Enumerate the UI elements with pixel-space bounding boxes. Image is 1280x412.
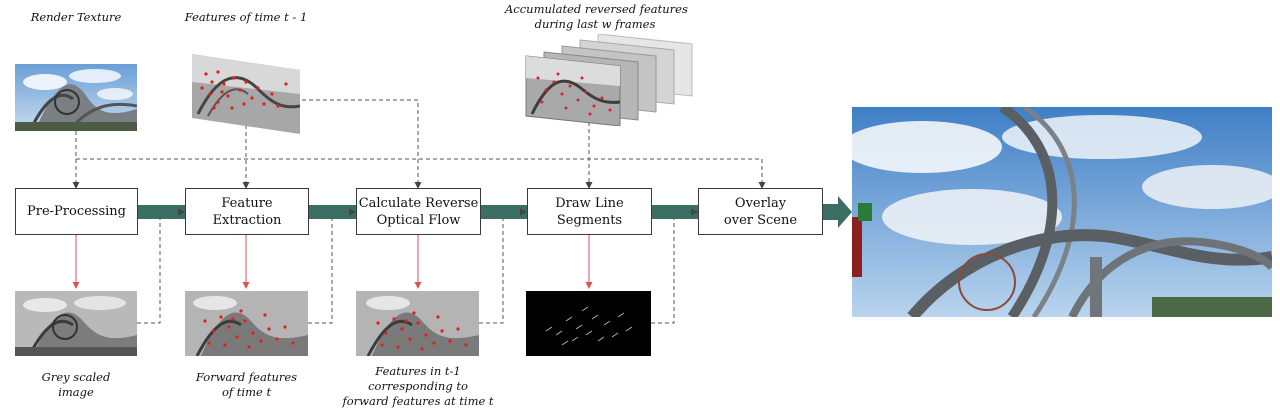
reverse-optical-flow-label-2: Optical Flow <box>376 212 461 228</box>
grey-scaled-image <box>15 291 137 356</box>
line-segments-image <box>526 291 651 356</box>
label-accumulated-2: during last w frames <box>534 17 656 31</box>
reverse-optical-flow-label-1: Calculate Reverse <box>358 195 479 211</box>
label-accumulated-1: Accumulated reversed features <box>505 2 688 16</box>
render-texture-image <box>15 64 137 131</box>
pipeline-arrow-5-head <box>838 196 852 228</box>
draw-line-segments-label-1: Draw Line <box>555 195 624 211</box>
draw-line-segments-label-2: Segments <box>556 212 623 228</box>
label-corr-1: Features in t-1 <box>375 364 461 378</box>
label-corr-2: corresponding to <box>368 379 468 393</box>
feature-extraction-label-2: Extraction <box>212 212 282 228</box>
pipeline-arrow-5-shaft <box>823 204 839 220</box>
dashed-connectors <box>72 99 766 324</box>
label-corr-3: forward features at time t <box>342 394 494 408</box>
overlay-over-scene-box: Overlay over Scene <box>698 188 823 235</box>
overlay-label-1: Overlay <box>734 195 787 211</box>
label-render-texture: Render Texture <box>30 10 122 24</box>
label-forward-2: of time t <box>221 385 272 399</box>
label-grey-1: Grey scaled <box>41 370 111 384</box>
overlay-label-2: over Scene <box>723 212 798 228</box>
draw-line-segments-box: Draw Line Segments <box>527 188 652 235</box>
reverse-optical-flow-box: Calculate Reverse Optical Flow <box>356 188 481 235</box>
red-arrows <box>72 235 593 289</box>
feature-extraction-label-1: Feature <box>221 195 273 211</box>
output-scene-image <box>852 107 1272 317</box>
pre-processing-box: Pre-Processing <box>15 188 138 235</box>
features-prev-image <box>188 54 304 134</box>
label-grey-2: image <box>58 385 94 399</box>
corresponding-features-image <box>356 291 479 356</box>
label-features-prev: Features of time t - 1 <box>184 10 308 24</box>
pre-processing-label: Pre-Processing <box>26 204 126 219</box>
label-forward-1: Forward features <box>195 370 298 384</box>
feature-extraction-box: Feature Extraction <box>185 188 309 235</box>
forward-features-image <box>185 291 308 356</box>
accumulated-features-stack <box>524 34 714 126</box>
